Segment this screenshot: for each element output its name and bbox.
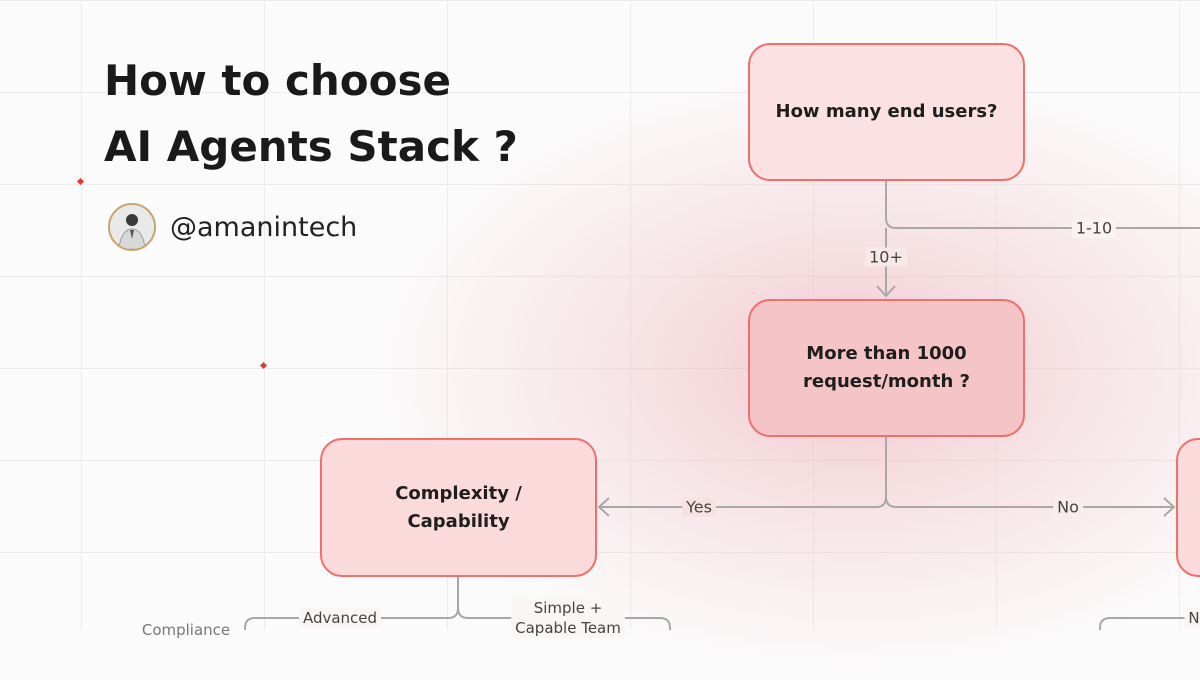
edge-label-1-10: 1-10 (1071, 218, 1117, 238)
edge-label-10-plus: 10+ (865, 247, 907, 267)
avatar-photo-icon (110, 205, 154, 249)
author-handle[interactable]: @amanintech (170, 211, 358, 243)
connector-complexity-advanced (244, 607, 459, 630)
connector-complexity-simple (457, 607, 671, 630)
page-title: How to choose AI Agents Stack ? (104, 48, 518, 180)
node-complexity-capability: Complexity / Capability (320, 438, 597, 577)
node-requests-per-month: More than 1000 request/month ? (748, 299, 1025, 437)
edge-label-advanced: Advanced (298, 608, 382, 628)
avatar (108, 203, 156, 251)
author-byline: @amanintech (108, 203, 357, 251)
edge-label-compliance: Compliance (141, 621, 231, 639)
edge-label-no: No (1053, 497, 1083, 517)
connector-end-users-to-1-10 (885, 181, 1200, 229)
node-end-users: How many end users? (748, 43, 1025, 181)
node-complexity-label-line-1: Complexity / (395, 482, 522, 504)
edge-label-n-partial: N (1184, 608, 1200, 628)
arrowhead-requests (876, 285, 896, 298)
arrowhead-no (1163, 497, 1176, 517)
node-requests-label-line-1: More than 1000 (806, 343, 967, 364)
connector-requests-split (600, 437, 887, 508)
edge-label-simple-line-2: Capable Team (515, 619, 621, 637)
edge-label-yes: Yes (682, 497, 716, 517)
connector-right-branch (1099, 617, 1200, 630)
page-title-line-2: AI Agents Stack ? (104, 122, 518, 171)
node-requests-label-line-2: request/month ? (803, 371, 970, 392)
edge-label-simple-capable-team: Simple + Capable Team (511, 598, 625, 638)
node-complexity-label-line-2: Capability (407, 510, 510, 532)
flowchart-connectors (244, 181, 1200, 630)
arrowhead-complexity (597, 497, 610, 517)
page-title-line-1: How to choose (104, 56, 451, 105)
node-right-partial (1176, 438, 1200, 577)
edge-label-simple-line-1: Simple + (533, 599, 603, 617)
connector-requests-to-no (885, 496, 1174, 508)
node-end-users-label: How many end users? (775, 101, 998, 122)
